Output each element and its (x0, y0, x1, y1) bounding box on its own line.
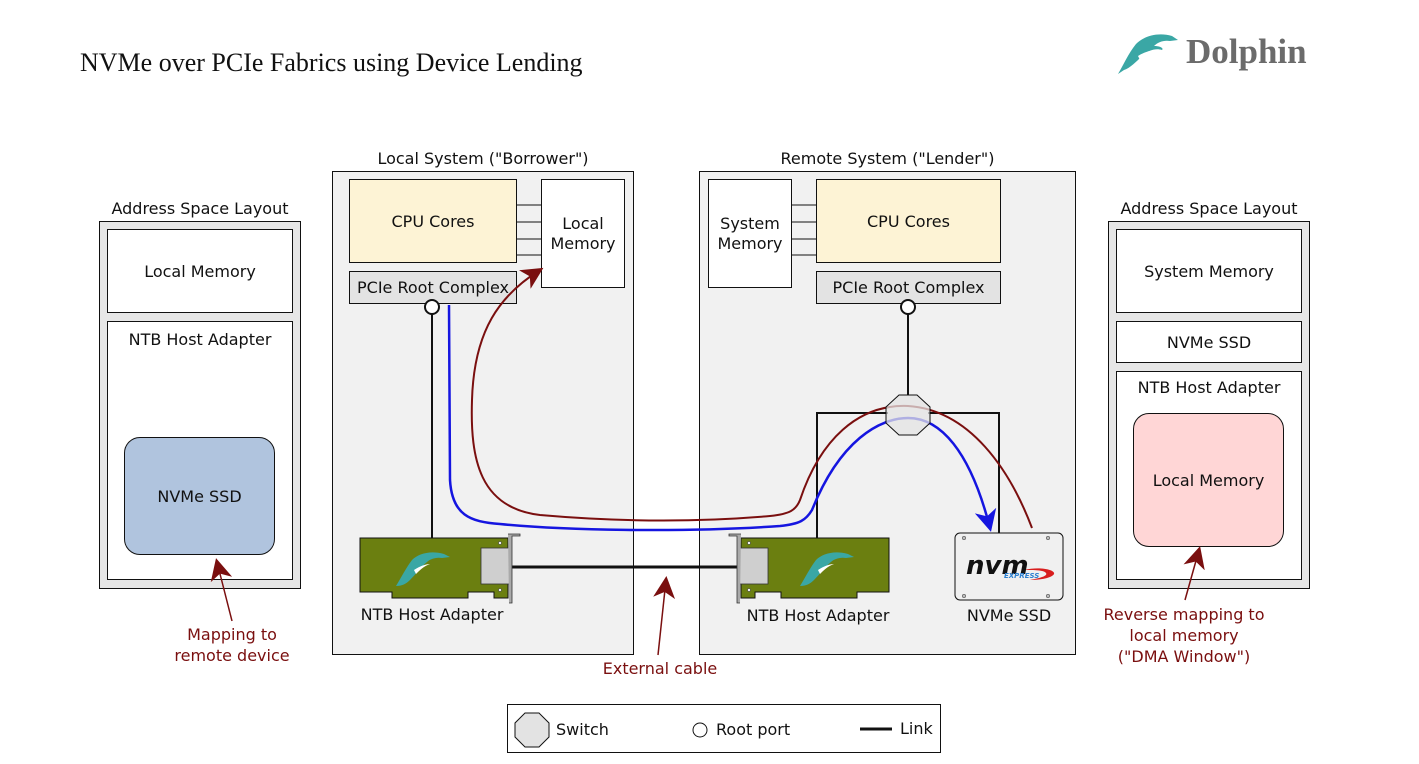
annotation-line: ("DMA Window") (1117, 647, 1251, 666)
local-root-port (424, 299, 440, 315)
right-mapping-arrow (1183, 546, 1205, 601)
local-cpu-cores: CPU Cores (349, 179, 517, 263)
annotation-line: remote device (174, 646, 290, 665)
remote-nvme-ssd-device[interactable]: nvm EXPRESS (954, 532, 1064, 601)
dolphin-icon (1118, 34, 1178, 74)
remote-cpu-cores: CPU Cores (816, 179, 1001, 263)
local-memory: Local Memory (541, 179, 625, 288)
left-nvme-mapped-label: NVMe SSD (157, 486, 242, 506)
remote-root-complex: PCIe Root Complex (816, 271, 1001, 304)
left-local-memory-region: Local Memory (107, 229, 293, 313)
local-memory-label-1: Local (562, 213, 604, 233)
dolphin-logo: Dolphin (1114, 28, 1344, 78)
logo-text: Dolphin (1186, 32, 1307, 71)
left-ntb-adapter-label: NTB Host Adapter (128, 330, 272, 349)
root-port-circle-icon (692, 722, 708, 738)
remote-cpu-label: CPU Cores (867, 211, 950, 231)
local-ntb-adapter-card[interactable] (359, 533, 521, 604)
left-mapping-arrow (210, 558, 233, 622)
right-system-memory-label: System Memory (1144, 261, 1274, 281)
remote-root-port (900, 299, 916, 315)
left-address-space-title: Address Space Layout (111, 199, 289, 218)
right-nvme-region: NVMe SSD (1116, 321, 1302, 363)
nvme-logo-sub: EXPRESS (1004, 572, 1039, 580)
right-system-memory-region: System Memory (1116, 229, 1302, 313)
annotation-line: Reverse mapping to (1103, 605, 1265, 624)
page-title: NVMe over PCIe Fabrics using Device Lend… (80, 48, 583, 77)
left-local-memory-label: Local Memory (144, 261, 256, 281)
external-cable-arrow (653, 576, 676, 656)
local-memory-bus (517, 204, 541, 256)
left-nvme-mapped-region: NVMe SSD (124, 437, 275, 555)
remote-link-switch-to-ssd (928, 412, 1000, 533)
remote-ntb-adapter-card[interactable] (728, 533, 890, 604)
left-mapping-annotation: Mapping to remote device (162, 624, 302, 666)
annotation-line: local memory (1129, 626, 1239, 645)
right-local-memory-mapped-region: Local Memory (1133, 413, 1284, 547)
local-adapter-label: NTB Host Adapter (360, 605, 504, 624)
remote-ssd-label: NVMe SSD (966, 606, 1052, 625)
switch-octagon-icon (514, 712, 550, 748)
reverse-mapping-path (470, 267, 1033, 529)
right-address-space-title: Address Space Layout (1120, 199, 1298, 218)
local-root-complex-label: PCIe Root Complex (357, 278, 509, 297)
legend: Switch Root port Link (507, 704, 941, 753)
right-ntb-adapter-label: NTB Host Adapter (1137, 378, 1281, 397)
remote-memory-bus (792, 204, 816, 256)
dolphin-icon (800, 552, 854, 586)
dolphin-icon (396, 552, 450, 586)
remote-memory-label-2: Memory (717, 233, 783, 253)
remote-system-memory: System Memory (708, 179, 792, 288)
legend-link-label: Link (900, 719, 933, 738)
remote-adapter-label: NTB Host Adapter (746, 606, 890, 625)
local-root-complex: PCIe Root Complex (349, 271, 517, 304)
remote-switch[interactable] (885, 394, 931, 436)
local-cpu-label: CPU Cores (391, 211, 475, 231)
legend-switch-label: Switch (556, 720, 609, 739)
local-memory-label-2: Memory (550, 233, 616, 253)
annotation-line: Mapping to (187, 625, 277, 644)
right-nvme-label: NVMe SSD (1166, 332, 1252, 352)
external-cable-annotation: External cable (602, 659, 718, 678)
remote-memory-label-1: System (720, 213, 780, 233)
right-mapping-annotation: Reverse mapping to local memory ("DMA Wi… (1090, 604, 1278, 667)
local-system-title: Local System ("Borrower") (377, 149, 589, 168)
legend-root-port-label: Root port (716, 720, 791, 739)
remote-system-title: Remote System ("Lender") (780, 149, 995, 168)
nvme-logo-text: nvm (966, 551, 1029, 581)
remote-root-complex-label: PCIe Root Complex (832, 278, 985, 297)
right-local-memory-mapped-label: Local Memory (1152, 470, 1265, 490)
